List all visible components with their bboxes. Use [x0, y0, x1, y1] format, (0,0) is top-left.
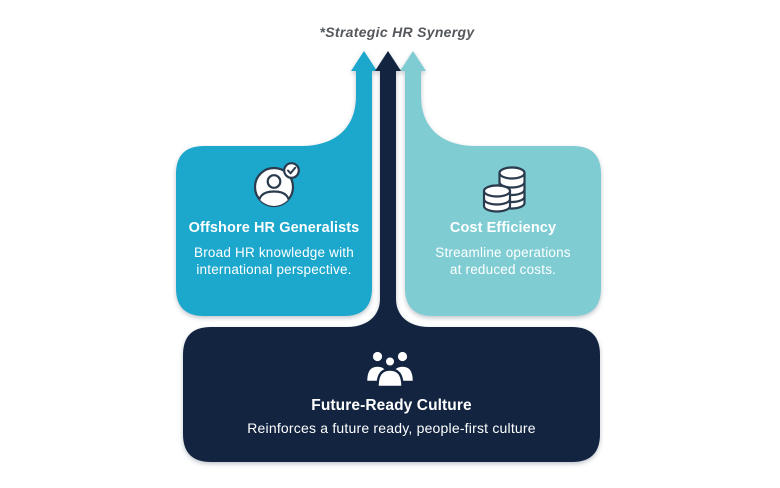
left-card-description-line1: Broad HR knowledge with [194, 245, 354, 260]
bottom-card-shape-with-up-arrow [183, 51, 600, 462]
left-card-title: Offshore HR Generalists [188, 220, 360, 236]
left-card-description-line2: international perspective. [196, 261, 352, 277]
left-card-description: Broad HR knowledge with international pe… [176, 245, 372, 278]
person-check-icon [253, 162, 300, 208]
diagram-title: *Strategic HR Synergy [319, 24, 475, 40]
right-card-description-line1: Streamline operations [435, 245, 571, 260]
right-card-description-line2: at reduced costs. [449, 261, 557, 277]
right-card-description: Streamline operations at reduced costs. [405, 245, 601, 278]
right-card-title: Cost Efficiency [449, 220, 557, 236]
people-group-icon [364, 349, 416, 389]
bottom-card-description: Reinforces a future ready, people-first … [247, 420, 536, 436]
bottom-card-title: Future-Ready Culture [311, 397, 472, 414]
coins-icon [482, 166, 526, 213]
